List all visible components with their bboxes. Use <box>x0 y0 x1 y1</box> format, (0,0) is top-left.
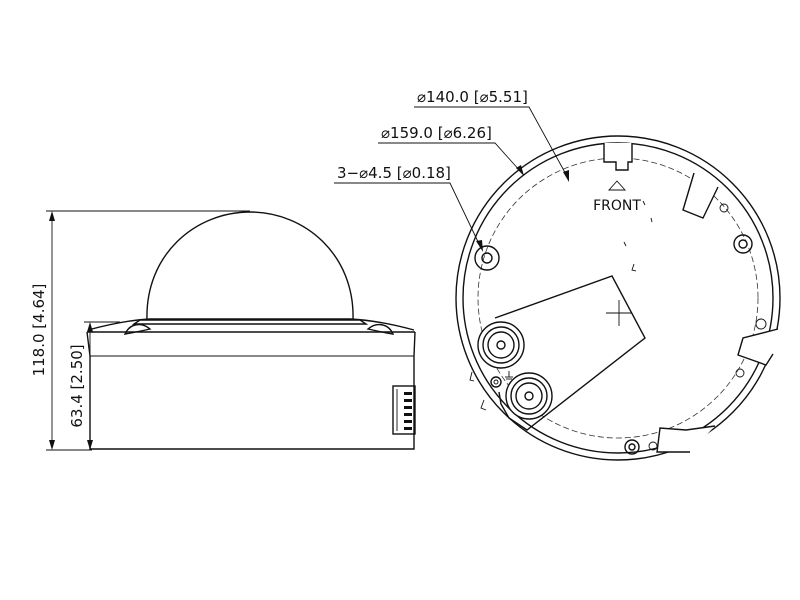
cable-gland-2 <box>505 372 553 420</box>
rim-detail <box>469 371 475 382</box>
notch-top-right <box>682 172 719 219</box>
vent-plug-core <box>493 379 499 385</box>
notch-top <box>603 143 633 171</box>
mounting-holes-label: 3−⌀4.5 [⌀0.18] <box>337 164 451 182</box>
dome-shell <box>146 211 354 321</box>
cable-gland-1 <box>477 321 525 369</box>
notch-bottom-right <box>656 425 716 453</box>
outer-rim <box>455 135 781 461</box>
dome-collar <box>131 319 369 325</box>
tick <box>631 263 637 272</box>
tick <box>650 217 653 223</box>
diameter-outer-label: ⌀159.0 [⌀6.26] <box>381 124 492 142</box>
side-connector <box>392 385 416 435</box>
mounting-hole-right <box>733 234 753 254</box>
front-label: FRONT <box>593 198 641 214</box>
housing-body <box>86 331 416 450</box>
mounting-hole-bottom <box>624 439 640 455</box>
front-arrow-icon <box>607 180 627 191</box>
leader-diameter-inner <box>414 106 569 182</box>
screw-recess-left <box>123 323 152 335</box>
screw-recess-right <box>366 323 395 335</box>
leader-diameter-outer <box>378 142 524 176</box>
vent-plug <box>490 376 502 388</box>
screw-hole <box>735 368 745 378</box>
cable-plate <box>494 275 646 431</box>
notch-right <box>737 328 779 366</box>
tick <box>642 200 646 206</box>
screw-hole <box>755 318 767 330</box>
housing-top <box>87 318 415 331</box>
height-total-label: 118.0 [4.64] <box>30 284 48 377</box>
mounting-hole-left <box>474 245 500 271</box>
top-view: FRONT <box>334 106 781 461</box>
height-total-dimension <box>49 211 55 450</box>
height-base-dimension <box>87 322 93 450</box>
ground-icon <box>505 371 513 380</box>
height-base-label: 63.4 [2.50] <box>68 344 86 427</box>
diameter-inner-label: ⌀140.0 [⌀5.51] <box>417 88 528 106</box>
tick <box>623 241 627 247</box>
screw-hole <box>719 203 729 213</box>
side-view: 118.0 [4.64] 63.4 [2.50] <box>30 210 416 451</box>
screw-hole <box>648 441 658 451</box>
rim-detail <box>480 399 487 411</box>
leader-mounting-hole <box>334 182 483 252</box>
